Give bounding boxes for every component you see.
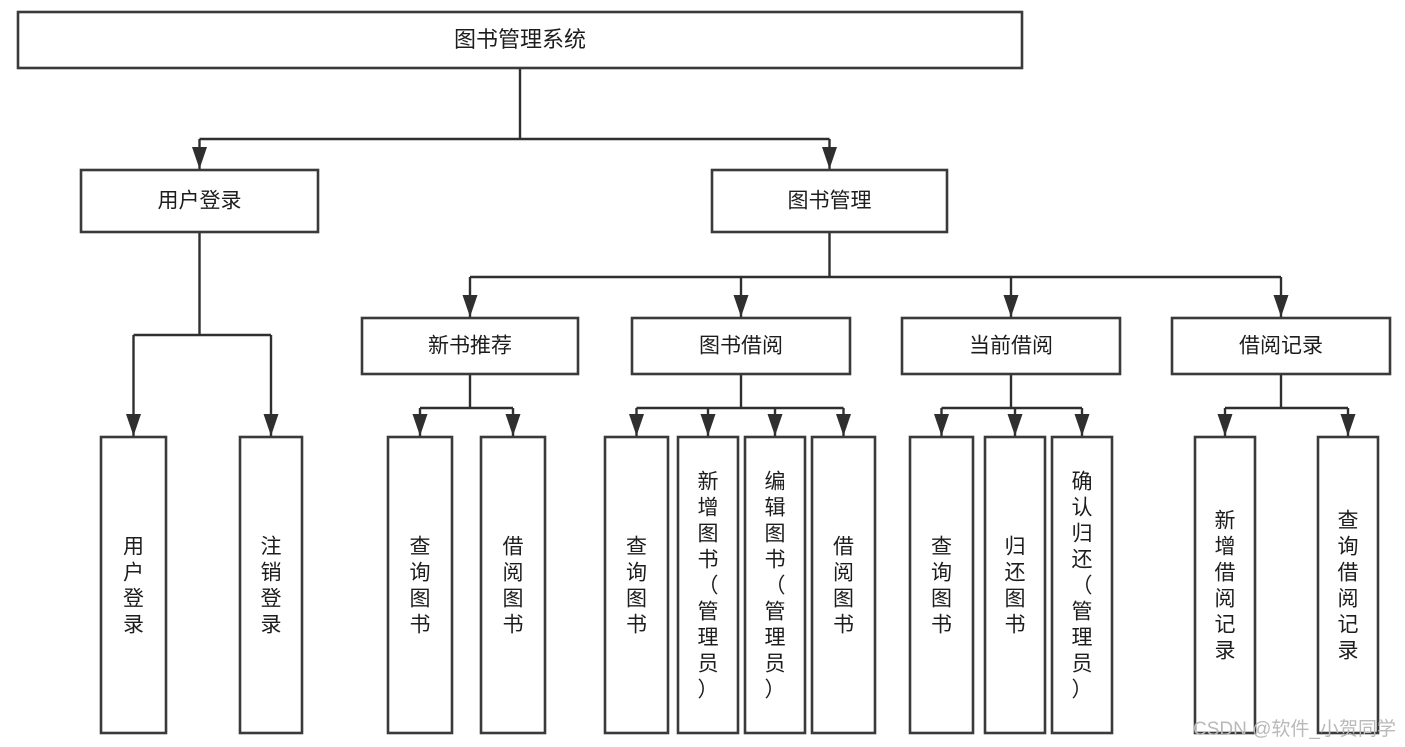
node-label-book-manage: 图书管理 [788, 190, 872, 213]
arrow-head-icon [629, 414, 644, 436]
node-label-leaf-borrow-book-2: 借阅图书 [833, 535, 854, 636]
arrow-head-icon [263, 414, 279, 436]
node-label-leaf-query-book-2: 查询图书 [626, 535, 647, 636]
node-label-leaf-user-login: 用户登录 [123, 535, 144, 636]
node-box-leaf-edit-book-admin[interactable] [743, 435, 807, 735]
arrow-head-icon [462, 295, 478, 317]
node-box-current-borrow[interactable] [900, 316, 1122, 376]
node-label-leaf-edit-book-admin: 编辑图书（管理员） [765, 470, 786, 701]
node-box-root[interactable] [16, 10, 1024, 70]
node-leaf-query-book-3[interactable]: 查询图书 [908, 435, 975, 735]
arrow-head-icon [1007, 414, 1023, 436]
node-label-leaf-add-borrow-record: 新增借阅记录 [1215, 509, 1236, 662]
arrow-head-icon [733, 295, 749, 317]
node-book-borrow[interactable]: 图书借阅 [630, 316, 852, 376]
node-label-leaf-query-borrow-record: 查询借阅记录 [1338, 509, 1359, 662]
node-label-book-borrow: 图书借阅 [699, 335, 783, 358]
node-label-root: 图书管理系统 [454, 27, 586, 52]
node-label-borrow-record: 借阅记录 [1239, 335, 1323, 358]
node-label-leaf-query-book-1: 查询图书 [410, 535, 431, 636]
node-leaf-confirm-return-admin[interactable]: 确认归还（管理员） [1050, 435, 1114, 735]
node-box-leaf-query-book-1[interactable] [386, 435, 454, 735]
node-leaf-user-login[interactable]: 用户登录 [99, 435, 168, 735]
node-box-leaf-return-book[interactable] [983, 435, 1047, 735]
csdn-watermark: CSDN @软件_小贺同学 [1193, 718, 1396, 740]
connector-layer [126, 68, 1356, 436]
node-leaf-return-book[interactable]: 归还图书 [983, 435, 1047, 735]
node-label-leaf-add-book-admin: 新增图书（管理员） [698, 470, 719, 701]
node-box-leaf-borrow-book-2[interactable] [810, 435, 877, 735]
node-box-leaf-confirm-return-admin[interactable] [1050, 435, 1114, 735]
node-box-book-manage[interactable] [710, 168, 949, 234]
arrow-head-icon [934, 414, 949, 436]
node-borrow-record[interactable]: 借阅记录 [1170, 316, 1392, 376]
node-leaf-add-book-admin[interactable]: 新增图书（管理员） [676, 435, 740, 735]
node-layer: 图书管理系统用户登录图书管理新书推荐图书借阅当前借阅借阅记录用户登录注销登录查询… [16, 10, 1392, 735]
arrow-head-icon [1003, 295, 1019, 317]
arrow-head-icon [700, 414, 716, 436]
node-box-leaf-query-borrow-record[interactable] [1316, 435, 1380, 735]
node-leaf-borrow-book-2[interactable]: 借阅图书 [810, 435, 877, 735]
node-label-leaf-confirm-return-admin: 确认归还（管理员） [1072, 470, 1093, 701]
arrow-head-icon [767, 414, 783, 436]
node-leaf-borrow-book-1[interactable]: 借阅图书 [479, 435, 547, 735]
arrow-head-icon [192, 147, 207, 169]
arrow-head-icon [505, 414, 521, 436]
node-box-leaf-add-book-admin[interactable] [676, 435, 740, 735]
arrow-head-icon [1217, 414, 1233, 436]
node-label-new-book-rec: 新书推荐 [428, 335, 512, 358]
arrow-head-icon [412, 414, 428, 436]
node-box-leaf-add-borrow-record[interactable] [1193, 435, 1257, 735]
node-label-user-login: 用户登录 [158, 190, 242, 213]
node-leaf-query-book-1[interactable]: 查询图书 [386, 435, 454, 735]
node-label-leaf-query-book-3: 查询图书 [931, 535, 952, 636]
node-box-leaf-user-logout[interactable] [238, 435, 304, 735]
node-leaf-query-borrow-record[interactable]: 查询借阅记录 [1316, 435, 1380, 735]
node-label-leaf-borrow-book-1: 借阅图书 [503, 535, 524, 636]
node-current-borrow[interactable]: 当前借阅 [900, 316, 1122, 376]
node-box-leaf-query-book-2[interactable] [603, 435, 670, 735]
node-box-leaf-borrow-book-1[interactable] [479, 435, 547, 735]
node-box-leaf-query-book-3[interactable] [908, 435, 975, 735]
node-leaf-edit-book-admin[interactable]: 编辑图书（管理员） [743, 435, 807, 735]
node-label-current-borrow: 当前借阅 [969, 335, 1053, 358]
node-user-login[interactable]: 用户登录 [79, 168, 320, 234]
node-box-user-login[interactable] [79, 168, 320, 234]
arrow-head-icon [1273, 295, 1289, 317]
node-label-leaf-user-logout: 注销登录 [261, 535, 282, 636]
node-book-manage[interactable]: 图书管理 [710, 168, 949, 234]
node-leaf-add-borrow-record[interactable]: 新增借阅记录 [1193, 435, 1257, 735]
arrow-head-icon [1340, 414, 1356, 436]
node-box-book-borrow[interactable] [630, 316, 852, 376]
node-box-new-book-rec[interactable] [360, 316, 580, 376]
arrow-head-icon [1074, 414, 1090, 436]
node-box-leaf-user-login[interactable] [99, 435, 168, 735]
node-new-book-rec[interactable]: 新书推荐 [360, 316, 580, 376]
node-label-leaf-return-book: 归还图书 [1005, 535, 1026, 636]
arrow-head-icon [126, 414, 141, 436]
arrow-head-icon [822, 147, 837, 169]
node-leaf-user-logout[interactable]: 注销登录 [238, 435, 304, 735]
arrow-head-icon [836, 414, 851, 436]
node-box-borrow-record[interactable] [1170, 316, 1392, 376]
node-leaf-query-book-2[interactable]: 查询图书 [603, 435, 670, 735]
node-root[interactable]: 图书管理系统 [16, 10, 1024, 70]
